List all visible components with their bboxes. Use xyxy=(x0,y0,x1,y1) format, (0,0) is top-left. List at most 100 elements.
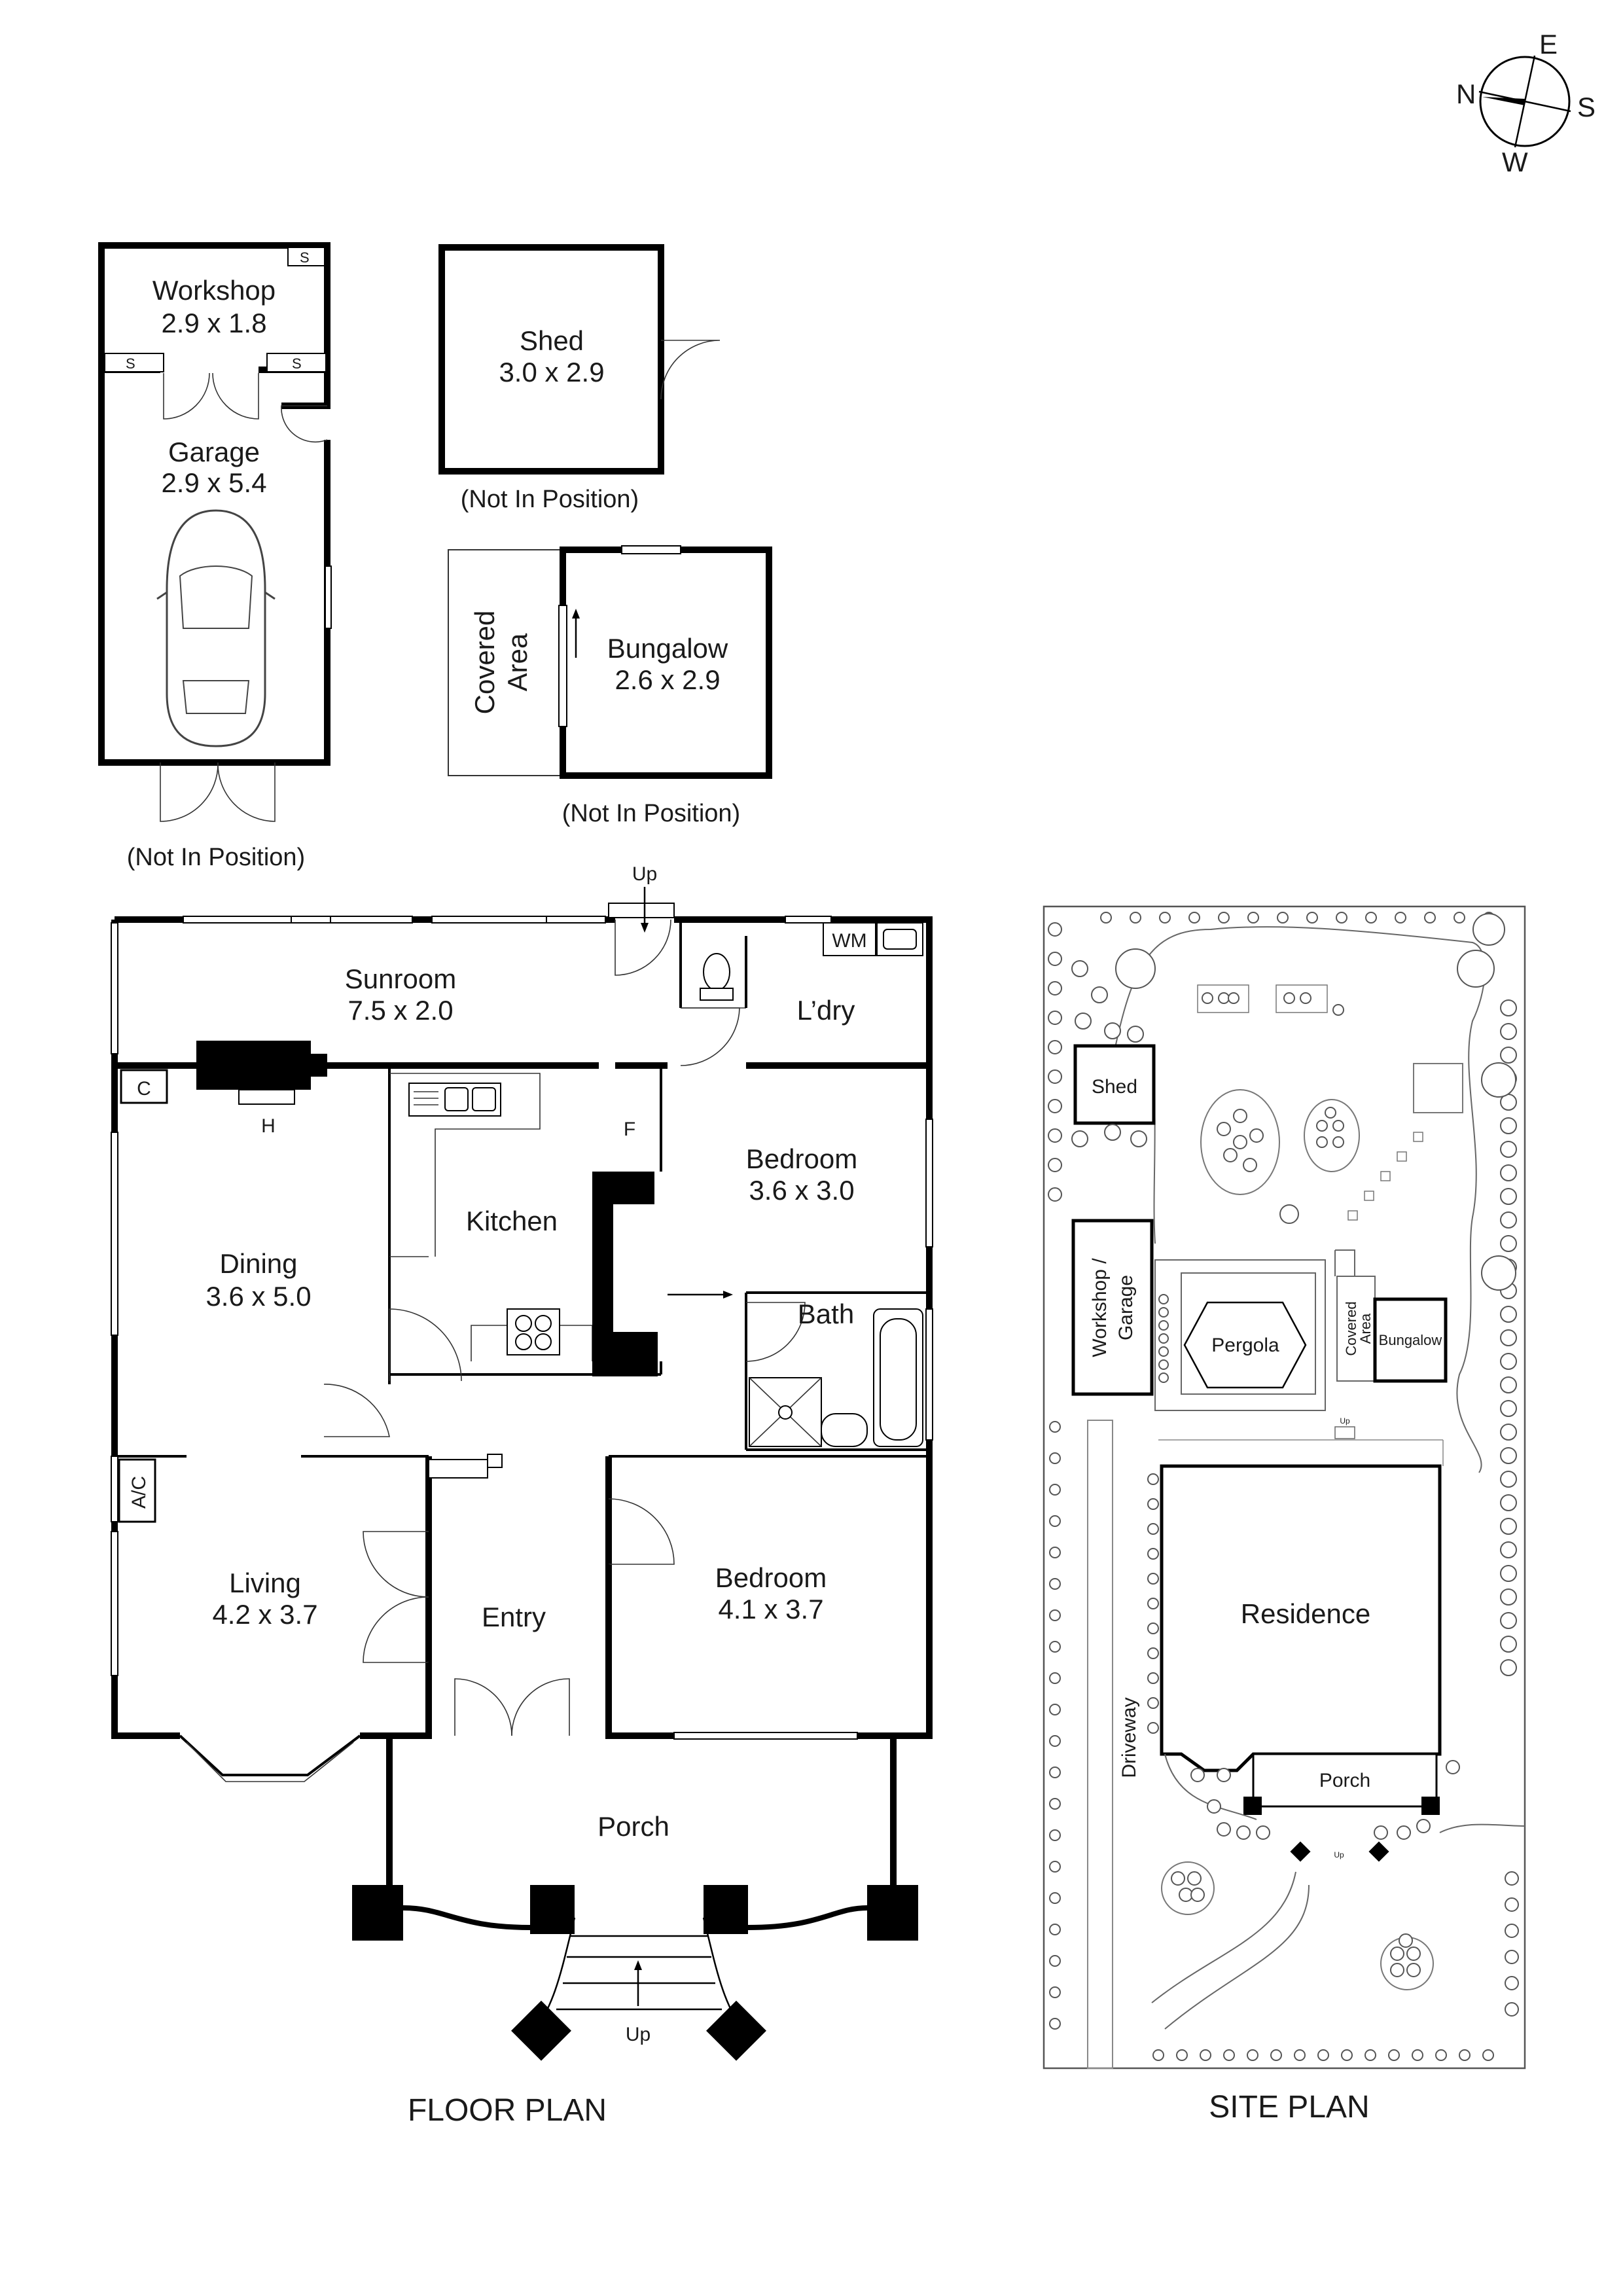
compass-w: W xyxy=(1502,147,1528,177)
shrub-icon xyxy=(1482,2049,1494,2061)
shrub-icon xyxy=(1049,1767,1061,1778)
shrub-icon xyxy=(1104,1022,1121,1039)
shrub-icon xyxy=(1147,1498,1159,1510)
shrub-icon xyxy=(1446,1760,1460,1774)
shrub-icon xyxy=(1049,1986,1061,1998)
shrub-icon xyxy=(1500,1471,1517,1488)
shrub-icon xyxy=(1500,1659,1517,1676)
living-name: Living xyxy=(229,1568,301,1598)
shrub-icon xyxy=(1500,1329,1517,1346)
shrub-icon xyxy=(1049,1641,1061,1653)
shrub-icon xyxy=(1325,1107,1336,1119)
workshop-name: Workshop xyxy=(152,275,276,306)
shrub-icon xyxy=(1247,2049,1258,2061)
covered-area-label-2: Area xyxy=(502,633,533,691)
shrub-icon xyxy=(1147,1598,1159,1609)
shelf-mark-2: S xyxy=(126,355,135,372)
shrub-icon xyxy=(1048,1069,1062,1084)
shrub-icon xyxy=(1316,1136,1328,1148)
compass-s: S xyxy=(1577,92,1596,122)
site-bungalow-label: Bungalow xyxy=(1379,1332,1442,1348)
shrub-icon xyxy=(1071,1130,1088,1147)
bungalow-name: Bungalow xyxy=(607,633,728,664)
shrub-icon xyxy=(1247,912,1259,924)
shrub-icon xyxy=(1500,1188,1517,1205)
shrub-icon xyxy=(1187,1871,1202,1886)
heater-label: H xyxy=(261,1115,276,1137)
shrub-icon xyxy=(1500,1565,1517,1582)
bedroom1-name: Bedroom xyxy=(746,1143,857,1174)
stepping-stones xyxy=(1347,1132,1423,1221)
shrub-icon xyxy=(1283,992,1295,1004)
shrub-icon xyxy=(1505,1871,1519,1886)
shrub-icon xyxy=(1049,1578,1061,1590)
shrub-icon xyxy=(1300,992,1311,1004)
up-label-bottom: Up xyxy=(626,2024,651,2045)
site-covered-label-2: Area xyxy=(1357,1313,1374,1344)
shrub-icon xyxy=(1233,1135,1247,1149)
shrub-icon xyxy=(1500,1353,1517,1370)
shrub-icon xyxy=(1176,2049,1188,2061)
shrub-icon xyxy=(1048,1040,1062,1054)
residence-label: Residence xyxy=(1241,1598,1370,1629)
shrub-icon xyxy=(1500,1541,1517,1558)
shrub-icon xyxy=(1147,1722,1159,1734)
shrub-icon xyxy=(1500,1447,1517,1464)
shrub-icon xyxy=(1424,912,1436,924)
workshop-dims: 2.9 x 1.8 xyxy=(161,308,266,338)
up-label-top: Up xyxy=(632,863,657,885)
shrub-icon xyxy=(1049,1421,1061,1433)
bungalow-note: (Not In Position) xyxy=(562,800,740,827)
shrub-icon xyxy=(1233,1109,1247,1123)
shrub-icon xyxy=(1048,1128,1062,1143)
shrub-icon xyxy=(1406,1963,1421,1977)
shrub-icon xyxy=(1048,952,1062,966)
shed-note: (Not In Position) xyxy=(461,486,639,513)
site-up-label-1: Up xyxy=(1340,1416,1350,1426)
site-shed-label: Shed xyxy=(1092,1076,1137,1098)
shrub-icon xyxy=(1049,1484,1061,1496)
shrub-icon xyxy=(1158,1346,1169,1357)
shrub-icon xyxy=(1147,1623,1159,1634)
covered-area-label-1: Covered xyxy=(469,611,500,715)
shrub-icon xyxy=(1249,1128,1264,1143)
shed-building: Shed 3.0 x 2.9 (Not In Position) xyxy=(438,244,721,513)
kitchen-name: Kitchen xyxy=(466,1206,558,1236)
shrub-icon xyxy=(1500,1211,1517,1229)
shrub-icon xyxy=(1457,950,1495,988)
floor-plan-title: FLOOR PLAN xyxy=(408,2093,607,2128)
shrub-icon xyxy=(1500,1164,1517,1181)
shrub-icon xyxy=(1500,1636,1517,1653)
site-up-label-2: Up xyxy=(1334,1850,1344,1859)
shrub-icon xyxy=(1341,2049,1353,2061)
site-covered-label-1: Covered xyxy=(1343,1301,1359,1355)
shrub-icon xyxy=(1049,1547,1061,1558)
shrub-icon xyxy=(1048,922,1062,937)
shrub-icon xyxy=(1207,1799,1221,1814)
shrub-icon xyxy=(1049,2018,1061,2030)
car-icon xyxy=(156,509,276,747)
wm-label: WM xyxy=(832,930,866,952)
shrub-icon xyxy=(1218,912,1230,924)
shrub-icon xyxy=(1218,992,1230,1004)
ac-label: A/C xyxy=(128,1476,150,1509)
shrub-icon xyxy=(1395,912,1406,924)
shrub-icon xyxy=(1217,1122,1231,1136)
shrub-icon xyxy=(1365,912,1377,924)
shrub-icon xyxy=(1500,999,1517,1016)
bedroom1-dims: 3.6 x 3.0 xyxy=(749,1175,854,1206)
shrub-icon xyxy=(1500,1424,1517,1441)
shrub-icon xyxy=(1412,2049,1423,2061)
shrub-icon xyxy=(1158,1307,1169,1318)
shrub-icon xyxy=(1500,1518,1517,1535)
shrub-icon xyxy=(1049,1829,1061,1841)
shed-dims: 3.0 x 2.9 xyxy=(499,357,604,387)
shrub-icon xyxy=(1049,1735,1061,1747)
shrub-icon xyxy=(1336,912,1347,924)
shrub-icon xyxy=(1147,1523,1159,1535)
shrub-icon xyxy=(1481,1255,1516,1291)
site-workshop-label-1: Workshop / xyxy=(1089,1258,1111,1357)
shrub-icon xyxy=(1306,912,1318,924)
site-porch-label: Porch xyxy=(1319,1770,1370,1791)
driveway-label: Driveway xyxy=(1118,1697,1140,1778)
